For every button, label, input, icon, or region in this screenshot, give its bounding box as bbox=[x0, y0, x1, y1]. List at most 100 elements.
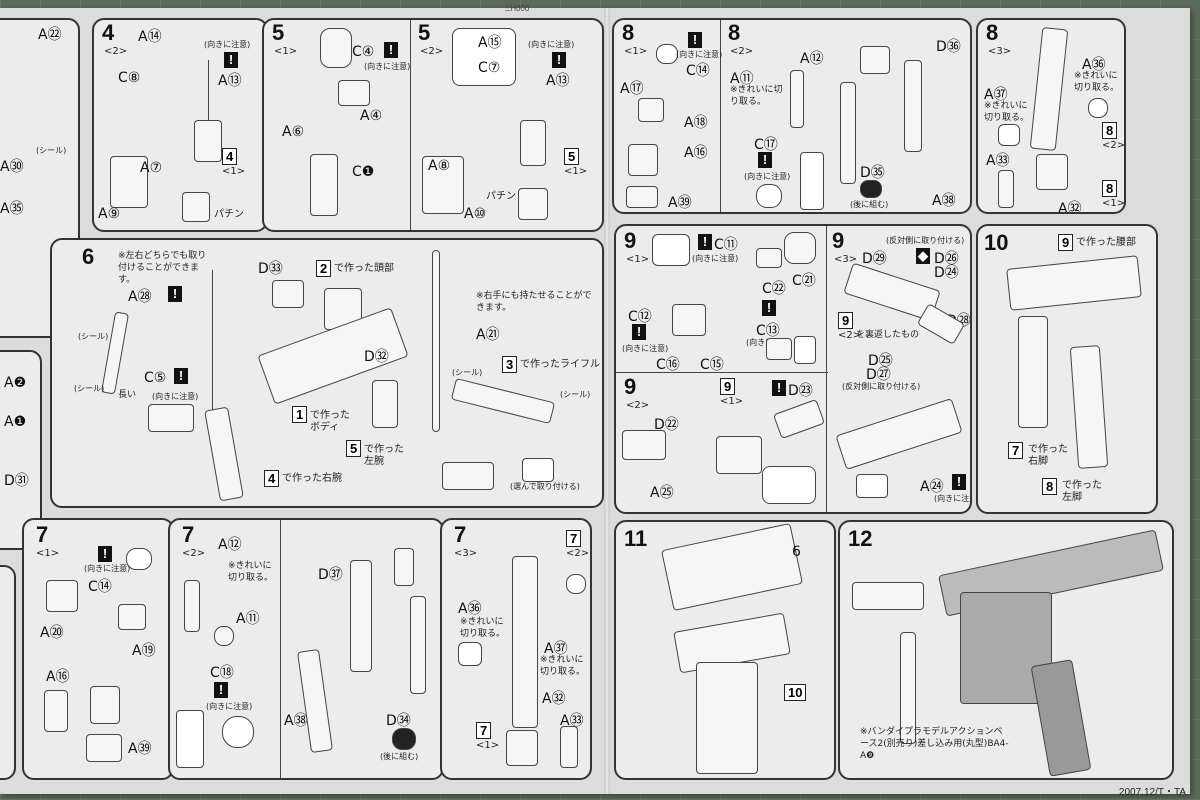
part-sketch bbox=[672, 304, 706, 336]
part-label: A⑬ bbox=[218, 73, 242, 89]
caution-note: (向きに注意) bbox=[676, 50, 723, 59]
part-label: D㉖ bbox=[934, 251, 959, 267]
part-sketch bbox=[638, 98, 664, 122]
part-sketch bbox=[46, 580, 78, 612]
part-label: A㉕ bbox=[650, 485, 674, 501]
step-5-panel: 5 <1> C④ ! (向きに注意) A⑥ A④ C❶ 5 <2> A⑮ C⑦ … bbox=[262, 18, 604, 232]
part-label: A⑰ bbox=[620, 81, 644, 97]
part-label: A⑪ bbox=[236, 611, 260, 627]
part-label: C㉑ bbox=[792, 273, 816, 289]
body-note: で作ったボディ bbox=[310, 410, 350, 433]
step-sub: <2> bbox=[420, 46, 444, 57]
part-label: A㉜ bbox=[542, 691, 566, 707]
step-reference: 9 bbox=[838, 312, 854, 329]
caution-icon: ! bbox=[98, 546, 112, 562]
part-sketch bbox=[194, 120, 222, 162]
part-sketch bbox=[756, 248, 782, 268]
note-left-right: ※左右どちらでも取り付けることができます。 bbox=[118, 251, 207, 285]
part-detail-box bbox=[126, 548, 152, 570]
part-label: A⑨ bbox=[98, 206, 121, 222]
part-label: A㉚ bbox=[0, 159, 24, 175]
seal-note: (シール) bbox=[74, 384, 105, 393]
step-reference: 10 bbox=[784, 684, 807, 701]
long-note: 長い bbox=[118, 390, 137, 400]
part-label: A⑯ bbox=[684, 145, 708, 161]
part-sketch bbox=[182, 192, 210, 222]
part-label: C⑦ bbox=[478, 60, 501, 76]
step-reference: 7 bbox=[566, 530, 582, 547]
step-reference: 1 bbox=[292, 406, 308, 423]
part-sketch bbox=[1069, 345, 1109, 469]
part-label: C㉒ bbox=[762, 281, 786, 297]
divider bbox=[826, 226, 827, 512]
part-sketch bbox=[442, 462, 494, 490]
part-label: A㊲ bbox=[544, 641, 568, 657]
part-sketch bbox=[518, 188, 548, 220]
part-sketch bbox=[320, 28, 352, 68]
part-label: C⑪ bbox=[714, 237, 738, 253]
reverse-note: (反対側に取り付ける) bbox=[842, 382, 921, 391]
part-label: D㉝ bbox=[258, 261, 283, 277]
part-detail-box bbox=[998, 124, 1020, 146]
divider bbox=[720, 20, 721, 212]
part-label: D㉜ bbox=[364, 349, 389, 365]
part-label: A⑯ bbox=[46, 669, 70, 685]
step-reference-sub: <2> bbox=[566, 548, 590, 559]
part-label: A㊴ bbox=[668, 195, 692, 211]
seal-note: (シール) bbox=[36, 146, 67, 155]
step-reference: 8 bbox=[1042, 478, 1058, 495]
step-sub: <2> bbox=[730, 46, 754, 57]
part-label: A⑲ bbox=[132, 643, 156, 659]
divider bbox=[280, 520, 281, 778]
seal-note: (シール) bbox=[452, 368, 483, 377]
step-number: 9 bbox=[624, 374, 637, 399]
part-sketch bbox=[766, 338, 792, 360]
part-sketch bbox=[900, 632, 916, 744]
part-label: A㊱ bbox=[458, 601, 482, 617]
part-label: A⑫ bbox=[800, 51, 824, 67]
part-sketch bbox=[1006, 255, 1142, 311]
step-reference-sub: <1> bbox=[720, 396, 744, 407]
part-detail-box bbox=[794, 336, 816, 364]
part-label: A⑭ bbox=[138, 29, 162, 45]
caution-note: (向きに注意) bbox=[152, 392, 199, 401]
part-sketch bbox=[560, 726, 578, 768]
head-note: で作った頭部 bbox=[334, 263, 394, 274]
part-sketch bbox=[520, 120, 546, 166]
step-reference: 5 bbox=[346, 440, 362, 457]
step-reference-sub: <2> bbox=[838, 330, 862, 341]
part-label: D㉞ bbox=[386, 713, 411, 729]
seal-note: (シール) bbox=[560, 390, 591, 399]
step-reference-sub: <1> bbox=[222, 166, 246, 177]
right-arm-note: で作った右腕 bbox=[282, 473, 342, 484]
caution-icon: ! bbox=[168, 286, 182, 302]
part-detail-box bbox=[176, 710, 204, 768]
part-sketch bbox=[350, 560, 372, 672]
part-sketch bbox=[432, 250, 440, 432]
part-detail-box bbox=[522, 458, 554, 482]
caution-icon: ! bbox=[688, 32, 702, 48]
part-label: A❷ bbox=[4, 375, 27, 391]
step-reference-label: 6 bbox=[792, 544, 801, 560]
step-reference: 4 bbox=[264, 470, 280, 487]
part-sketch bbox=[840, 82, 856, 184]
part-label: C⑤ bbox=[144, 370, 167, 386]
part-label: A㉝ bbox=[560, 713, 584, 729]
step-sub: <3> bbox=[834, 254, 858, 265]
step-reference-sub: <1> bbox=[564, 166, 588, 177]
step-number: 8 bbox=[986, 20, 999, 45]
part-label: C⑰ bbox=[754, 137, 778, 153]
part-label: C❶ bbox=[352, 164, 375, 180]
caution-icon: ! bbox=[772, 380, 786, 396]
part-label: A⑫ bbox=[218, 537, 242, 553]
step-reference: 7 bbox=[476, 722, 492, 739]
snap-sound: パチン bbox=[214, 209, 244, 220]
part-label: C⑭ bbox=[88, 579, 112, 595]
step-reference: 8 bbox=[1102, 122, 1118, 139]
part-sketch bbox=[622, 430, 666, 460]
step-sub: <3> bbox=[454, 548, 478, 559]
part-label: D㉓ bbox=[788, 383, 813, 399]
step-6-panel: 6 ※左右どちらでも取り付けることができます。 A㉘ ! (シール) C⑤ ! … bbox=[50, 238, 604, 508]
step-sub: <2> bbox=[104, 46, 128, 57]
part-label: A⑬ bbox=[546, 73, 570, 89]
